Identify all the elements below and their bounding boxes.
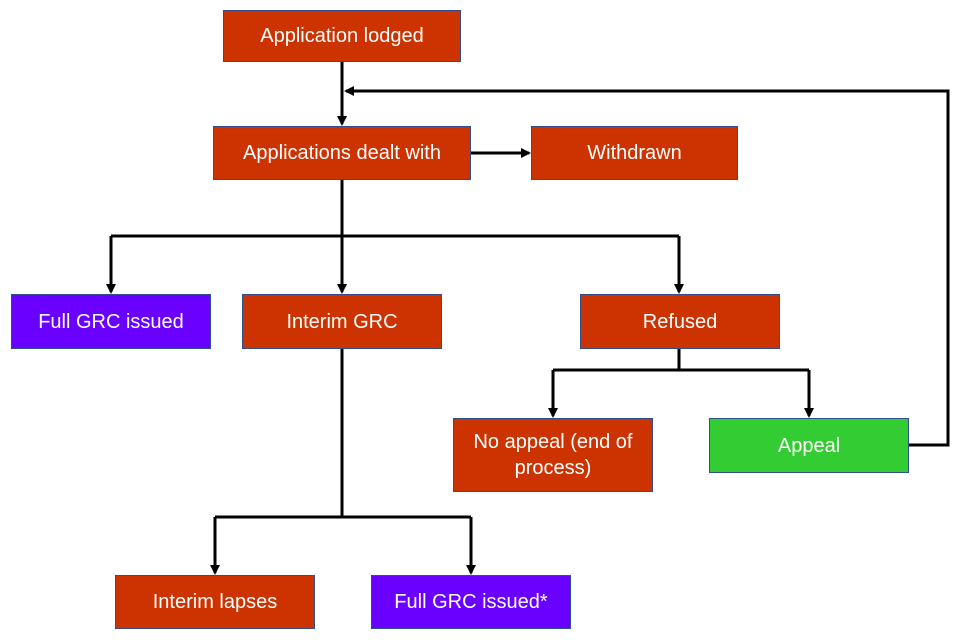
connector-appeal-feedback xyxy=(344,86,950,447)
node-no-appeal: No appeal (end of process) xyxy=(453,418,653,492)
node-withdrawn: Withdrawn xyxy=(531,126,738,180)
node-label: No appeal (end of process) xyxy=(473,431,633,479)
node-label: Withdrawn xyxy=(587,142,682,164)
node-label: Interim lapses xyxy=(152,591,278,613)
node-application-lodged: Application lodged xyxy=(223,10,461,62)
node-full-grc-issued-star: Full GRC issued* xyxy=(371,575,571,629)
node-full-grc-issued: Full GRC issued xyxy=(11,294,211,349)
node-label: Refused xyxy=(642,310,718,333)
node-applications-dealt-with: Applications dealt with xyxy=(213,126,471,180)
node-label: Full GRC issued xyxy=(38,310,184,333)
node-interim-lapses: Interim lapses xyxy=(115,575,315,629)
node-label: Applications dealt with xyxy=(243,142,441,164)
node-label: Interim GRC xyxy=(286,310,398,333)
node-appeal: Appeal xyxy=(709,418,909,473)
node-label: Full GRC issued* xyxy=(394,591,548,613)
node-refused: Refused xyxy=(580,294,780,349)
node-label: Appeal xyxy=(777,434,841,457)
node-interim-grc: Interim GRC xyxy=(242,294,442,349)
node-label: Application lodged xyxy=(260,25,424,47)
